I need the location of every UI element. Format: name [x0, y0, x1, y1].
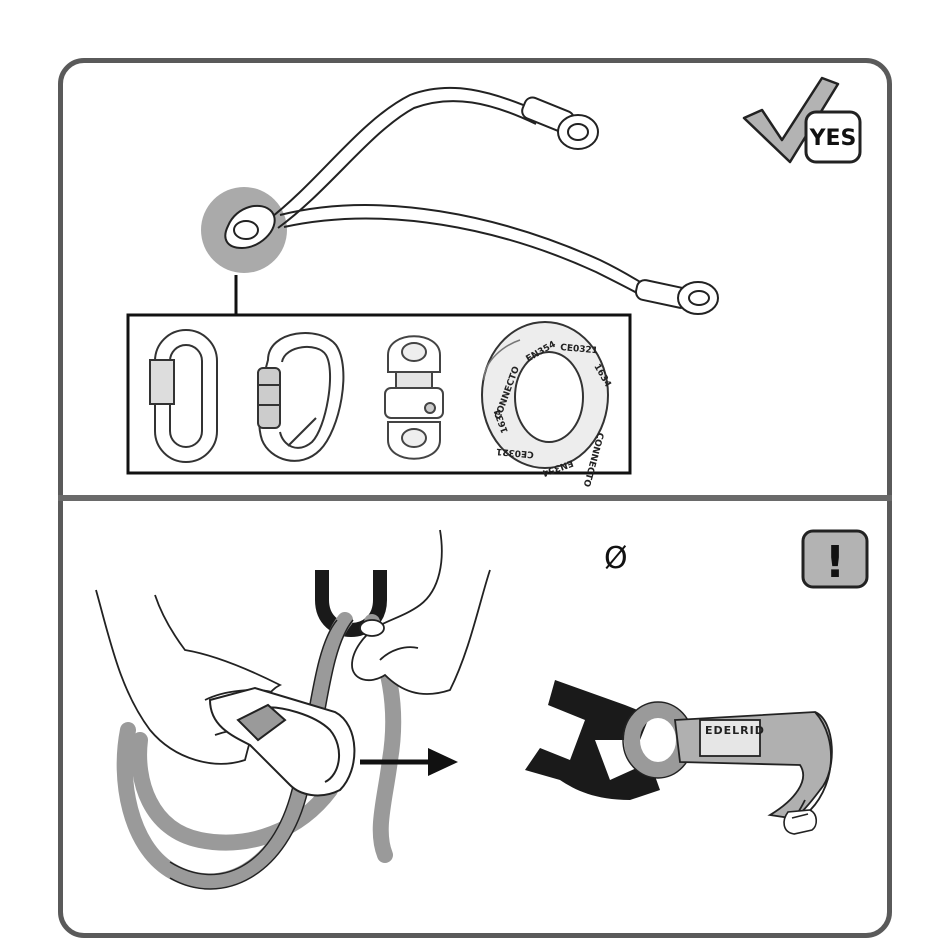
panel-warning-connection: Ø ! EDELRID — [0, 498, 950, 951]
warning-badge: ! — [803, 531, 867, 588]
y-lanyard — [225, 88, 718, 314]
warning-label: ! — [825, 537, 845, 588]
strap-brand-label: EDELRID — [705, 724, 765, 737]
yes-label: YES — [809, 126, 857, 151]
quick-link-icon — [150, 330, 217, 462]
panel-correct-connection: CONNECTO EN354 CE0321 1634 CONNECTO EN35… — [0, 0, 950, 498]
yes-badge: YES — [744, 78, 860, 162]
lanyard-illustration: CONNECTO EN354 CE0321 1634 CONNECTO EN35… — [0, 0, 950, 498]
loop-ring — [632, 710, 684, 770]
small-carabiner-icon — [784, 810, 816, 834]
direction-arrow-icon — [360, 748, 458, 776]
diameter-symbol: Ø — [604, 541, 628, 576]
swivel-icon — [385, 336, 443, 459]
girth-hitch-illustration: Ø ! EDELRID — [0, 498, 950, 951]
